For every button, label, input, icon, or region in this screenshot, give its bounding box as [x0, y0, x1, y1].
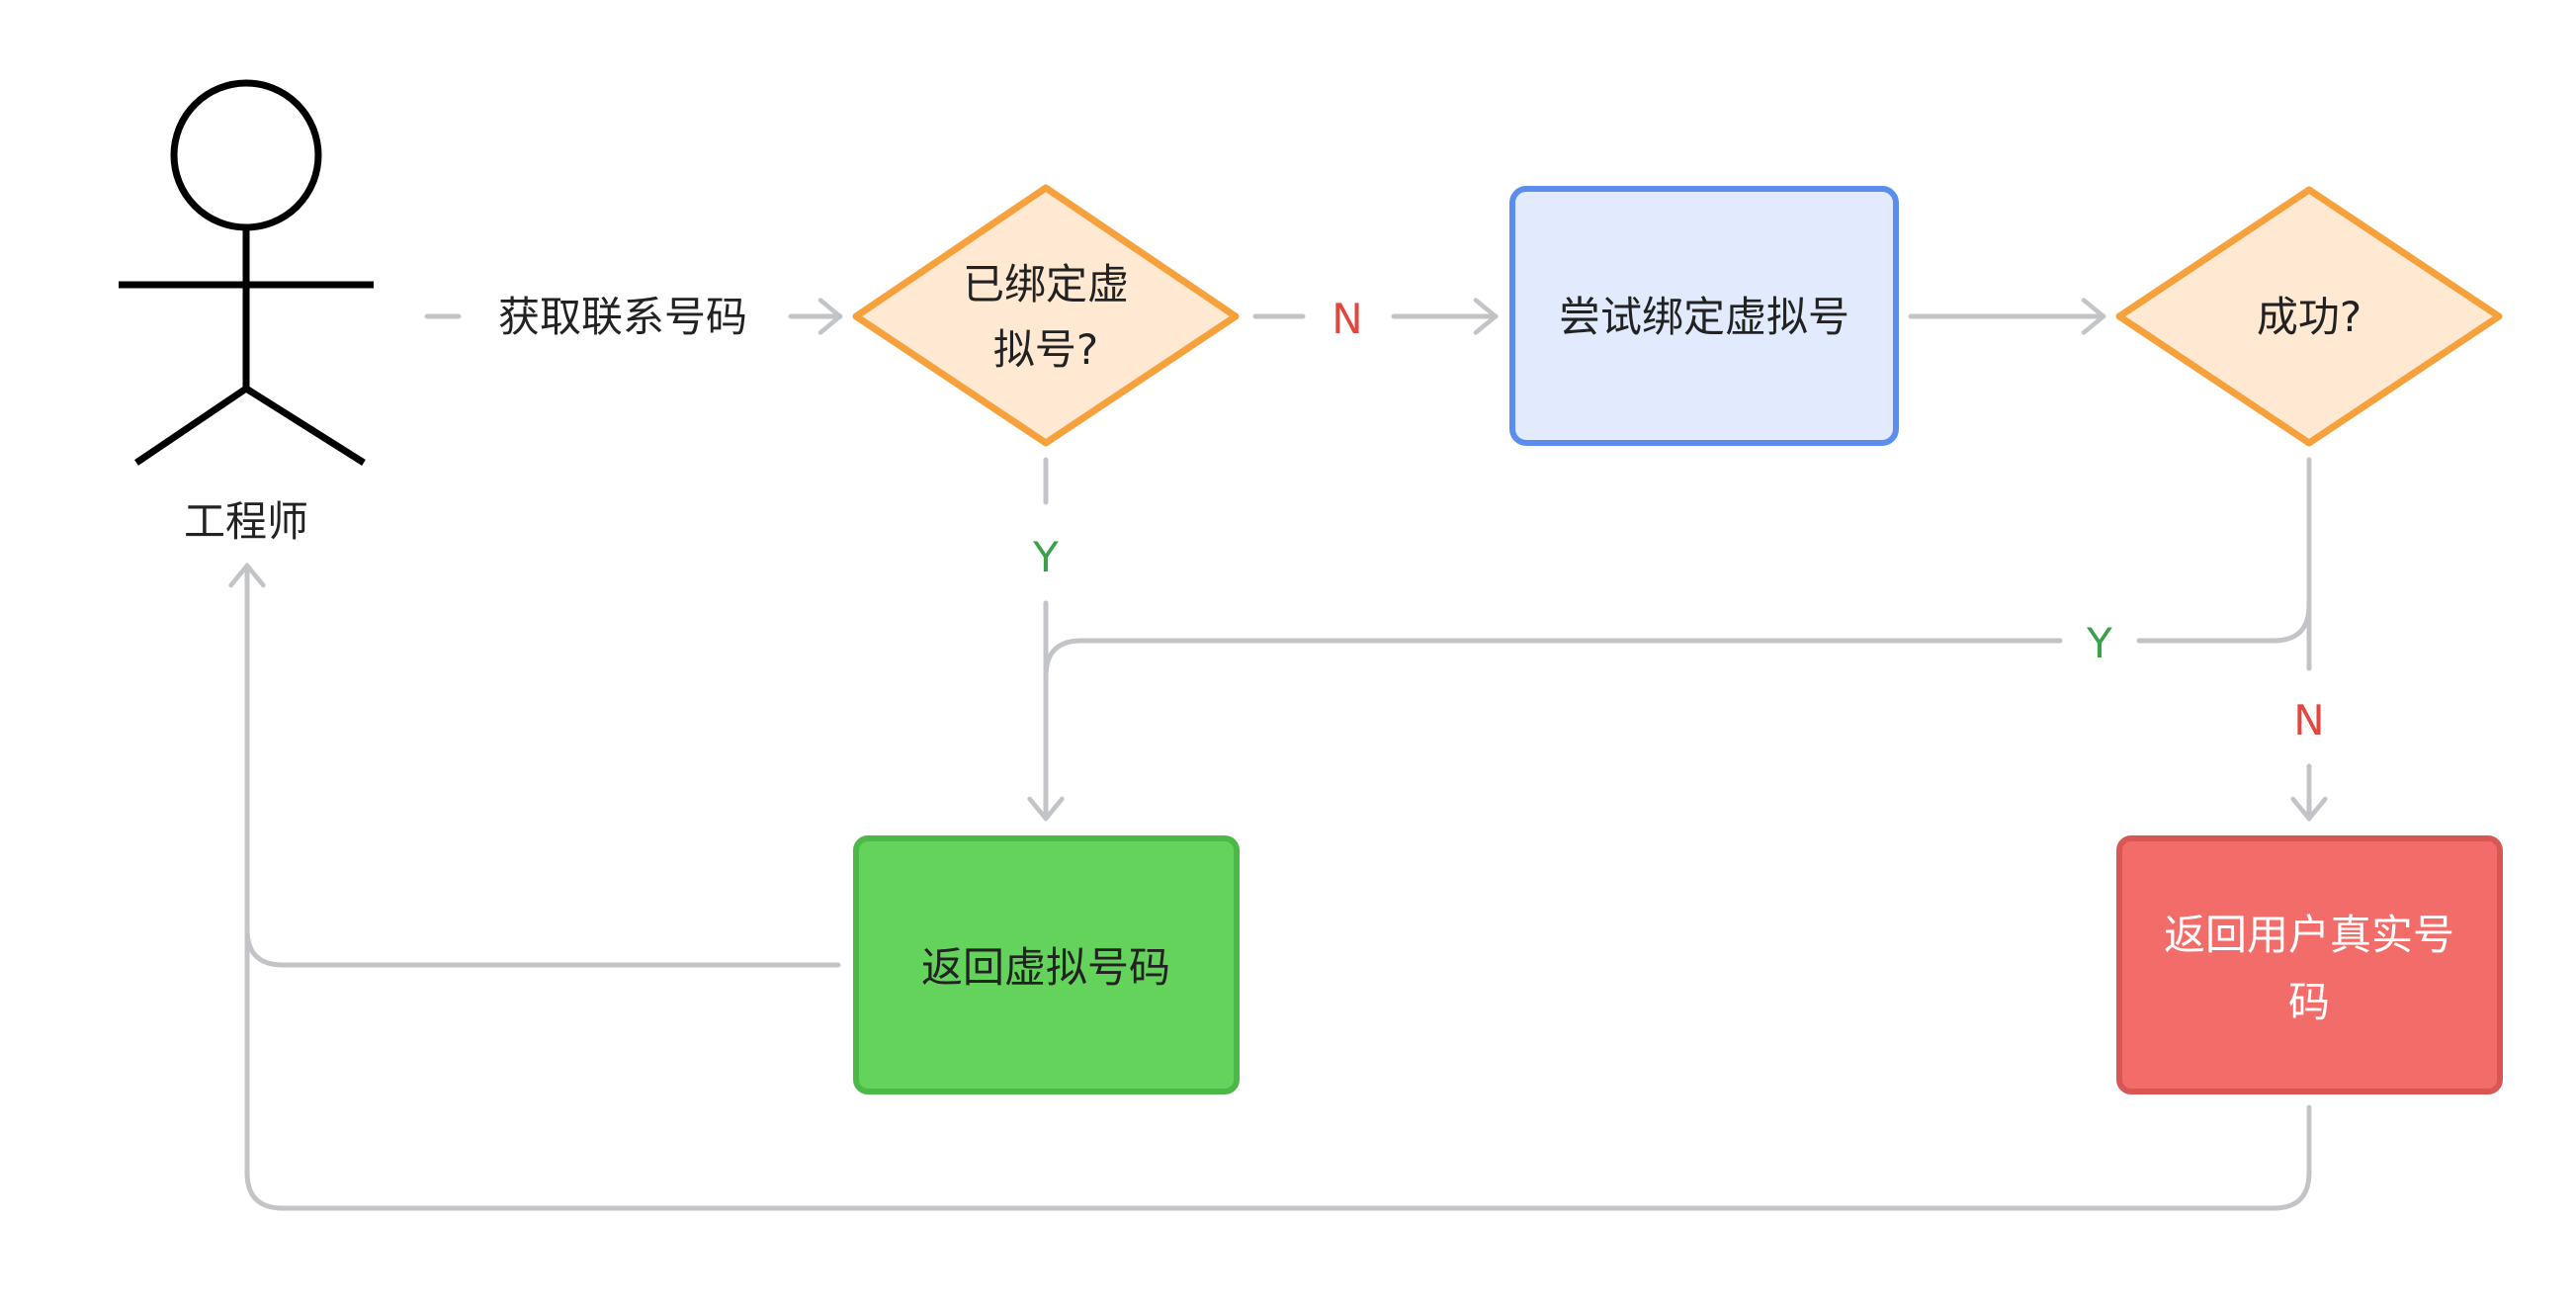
- edge-success-yes-line-b: [1043, 638, 2063, 679]
- process-return-real-line2: 码: [2288, 978, 2330, 1026]
- actor-engineer: 工程师: [119, 79, 374, 546]
- process-try-bind: 尝试绑定虚拟号: [1509, 186, 1899, 446]
- decision-success: 成功?: [2115, 186, 2503, 447]
- decision-bound-line2: 拟号?: [993, 325, 1098, 374]
- edge-success-yes-line-a: [2136, 457, 2312, 644]
- edge-get-number-label: 获取联系号码: [498, 293, 747, 341]
- process-return-virtual-box: [853, 835, 1240, 1094]
- decision-success-shape: [2115, 186, 2503, 447]
- edge-success-no-label: N: [2293, 696, 2324, 744]
- process-return-virtual-label: 返回虚拟号码: [921, 943, 1170, 992]
- edge-success-yes: Y: [1043, 457, 2312, 679]
- decision-bound-virtual: 已绑定虚 拟号?: [852, 184, 1240, 447]
- actor-label: 工程师: [184, 497, 308, 546]
- process-return-real-box: [2116, 835, 2503, 1094]
- decision-bound-shape: [852, 184, 1240, 447]
- actor-right-leg: [244, 386, 366, 466]
- actor-head: [170, 79, 322, 231]
- edge-bound-no-label: N: [1331, 295, 1362, 343]
- edge-return-virtual-to-actor: [228, 563, 841, 968]
- edge-get-number: 获取联系号码: [424, 293, 843, 341]
- actor-left-leg: [134, 386, 248, 466]
- edge-success-no: N: [2290, 602, 2328, 822]
- edge-return-real-to-actor: [244, 926, 2312, 1211]
- process-return-real: 返回用户真实号 码: [2116, 835, 2503, 1094]
- decision-bound-line1: 已绑定虚: [963, 260, 1129, 308]
- process-return-real-line1: 返回用户真实号: [2164, 911, 2454, 959]
- process-try-bind-box: [1509, 186, 1899, 446]
- edge-bound-yes: Y: [1027, 457, 1065, 822]
- decision-success-label: 成功?: [2257, 293, 2361, 341]
- process-try-bind-label: 尝试绑定虚拟号: [1559, 293, 1849, 341]
- edge-success-yes-label: Y: [2086, 619, 2112, 667]
- edge-bound-no: N: [1252, 295, 1499, 343]
- process-return-virtual: 返回虚拟号码: [853, 835, 1240, 1094]
- edge-bound-yes-label: Y: [1032, 533, 1059, 581]
